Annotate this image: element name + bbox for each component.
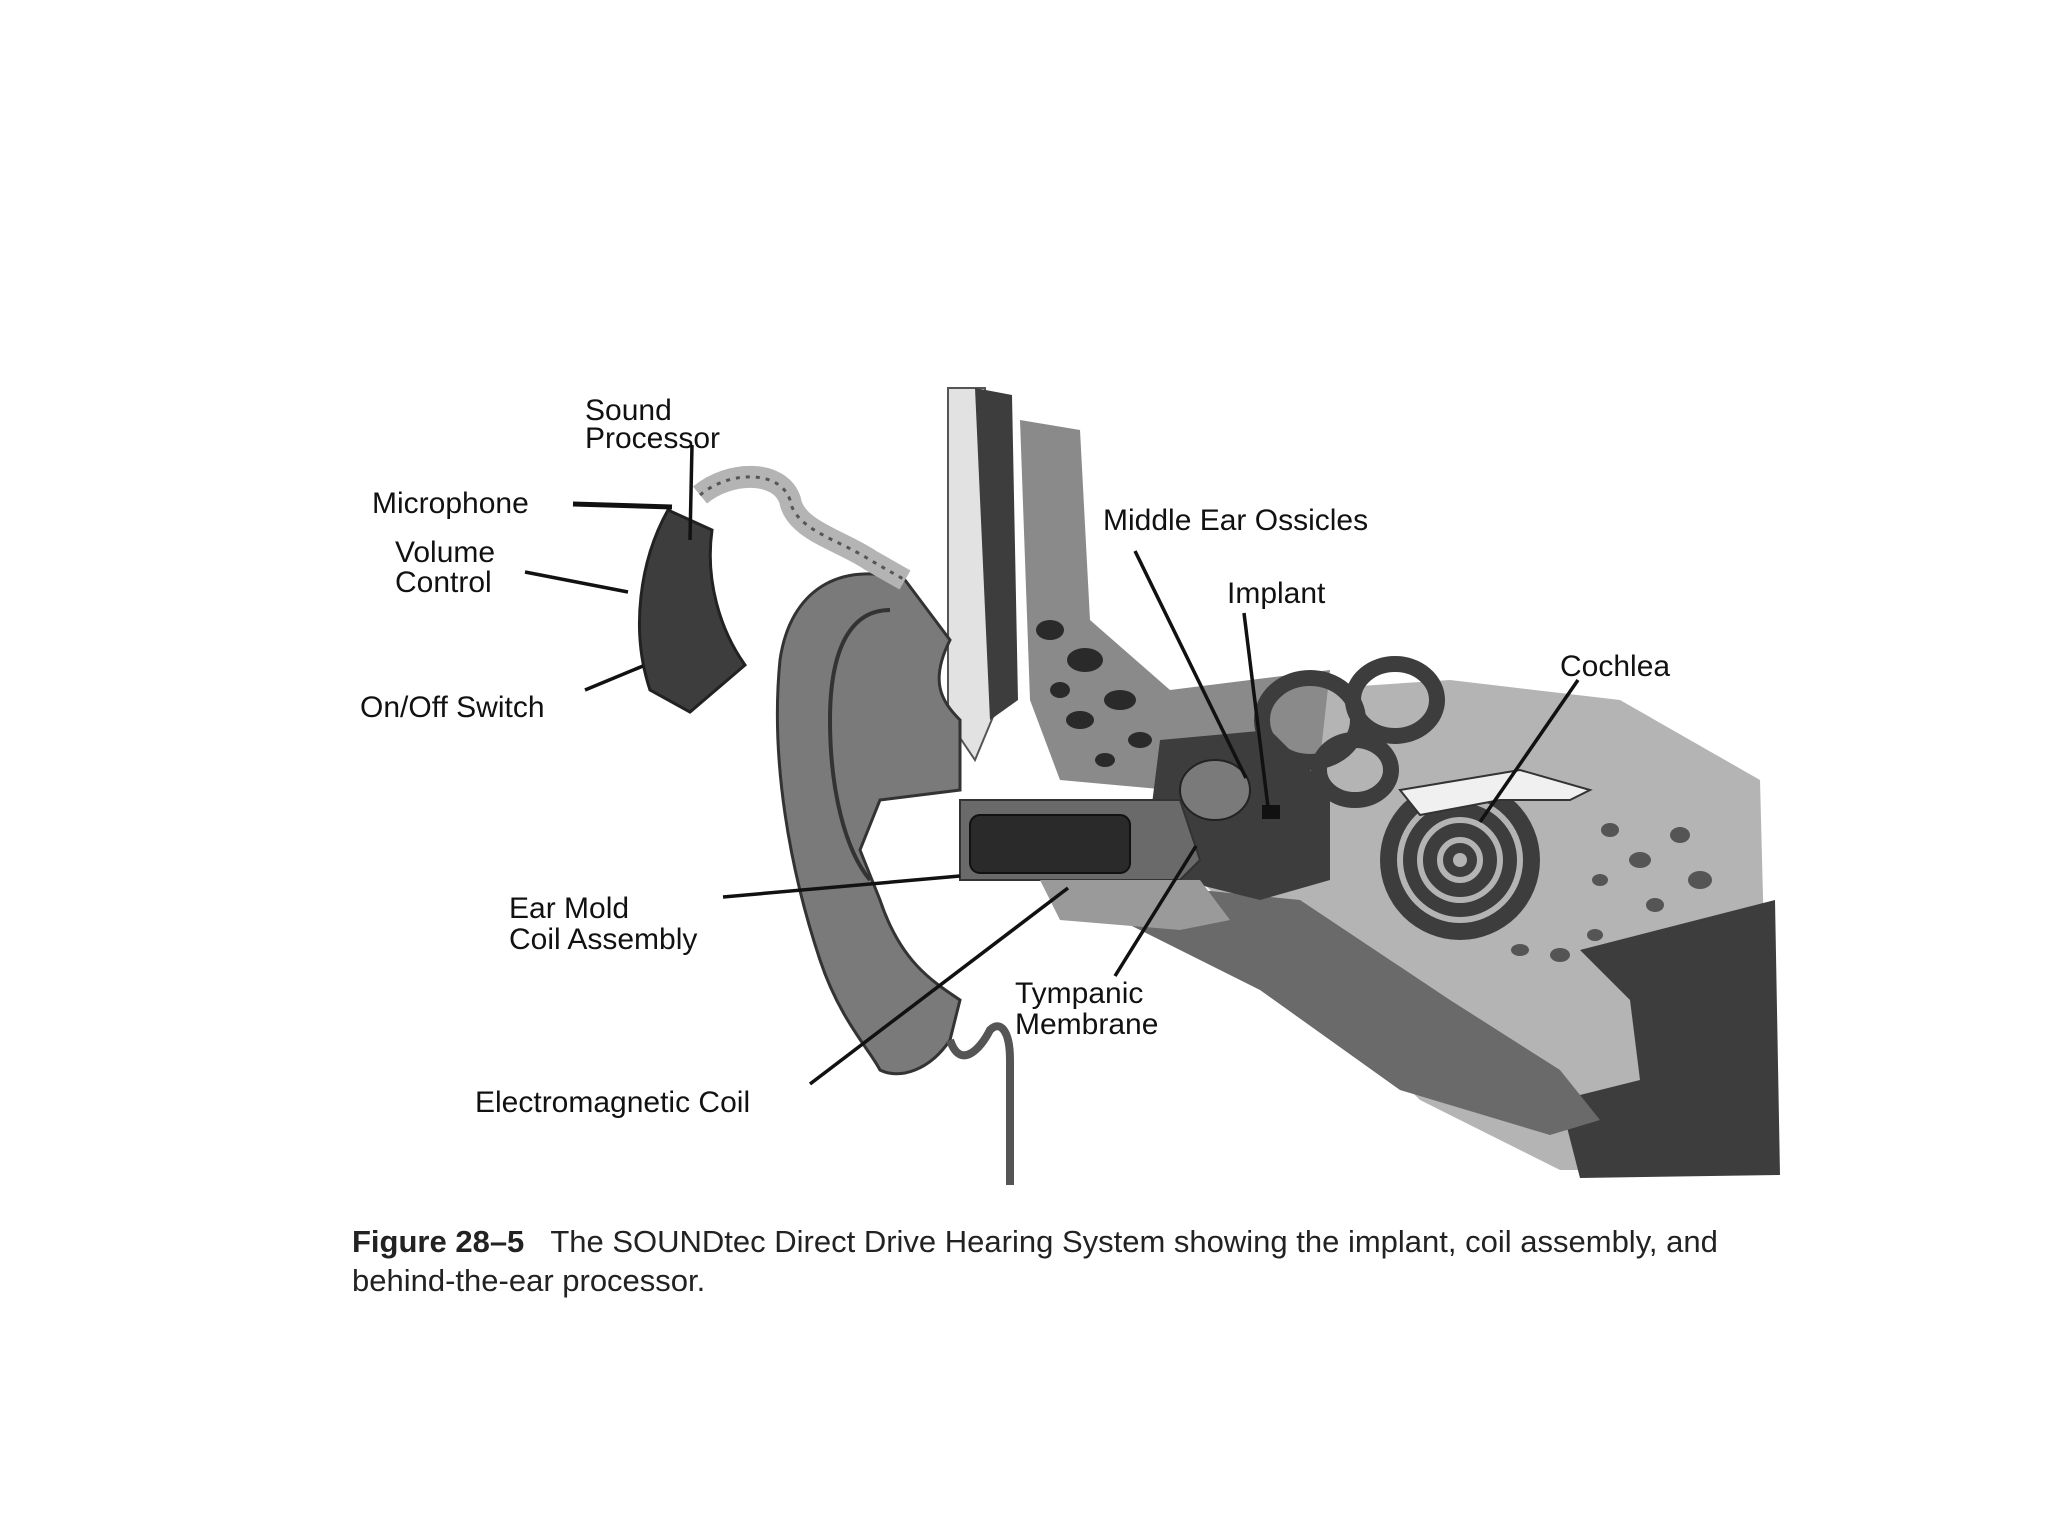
pinna <box>775 572 962 1076</box>
leader-volume-control <box>524 570 629 594</box>
label-on-off-switch: On/Off Switch <box>360 691 545 724</box>
ear-anatomy-illustration <box>638 387 1780 1185</box>
labels: Sound Processor Microphone Volume Contro… <box>360 394 1670 1119</box>
lower-dark-structure <box>1560 900 1780 1178</box>
ear-canal-lower <box>1040 880 1230 930</box>
leader-implant <box>1242 612 1270 808</box>
label-volume-control-line1: Volume <box>395 536 495 569</box>
ossicles <box>1179 759 1251 821</box>
leader-electromagnetic-coil <box>808 886 1070 1086</box>
processor-tube <box>692 465 911 590</box>
leader-on-off-switch <box>584 664 644 692</box>
mastoid-air-cells <box>1036 620 1152 767</box>
label-tympanic-line2: Membrane <box>1015 1008 1158 1041</box>
label-ear-mold-line2: Coil Assembly <box>509 923 697 956</box>
label-tympanic-line1: Tympanic <box>1015 977 1143 1010</box>
earlobe <box>946 1022 1014 1185</box>
lower-tissue-region <box>1100 880 1600 1135</box>
label-tympanic-membrane: Tympanic Membrane <box>1015 977 1158 1041</box>
auditory-nerve <box>1398 768 1593 817</box>
leader-middle-ear-ossicles <box>1133 550 1248 779</box>
label-electromagnetic-coil: Electromagnetic Coil <box>475 1086 750 1119</box>
ear-mold-device <box>969 814 1131 874</box>
cochlea-spiral <box>1380 780 1540 940</box>
label-cochlea: Cochlea <box>1560 650 1670 683</box>
label-volume-control: Volume Control <box>395 536 503 599</box>
label-implant: Implant <box>1227 577 1326 610</box>
label-ear-mold-coil-assembly: Ear Mold Coil Assembly <box>509 892 697 956</box>
label-middle-ear-ossicles: Middle Ear Ossicles <box>1103 504 1368 537</box>
skull-wall-dark <box>975 388 1018 720</box>
bone-speckles <box>1511 823 1712 962</box>
leader-microphone <box>572 501 673 510</box>
leader-lines <box>524 444 1580 1086</box>
label-ear-mold-line1: Ear Mold <box>509 892 629 925</box>
leader-ear-mold-coil-assembly <box>722 874 961 899</box>
leader-tympanic-membrane <box>1113 845 1198 977</box>
sound-processor-body <box>638 508 748 714</box>
label-sound-processor: Sound Processor <box>585 394 720 455</box>
label-sound-processor-line1: Sound <box>585 394 672 427</box>
label-sound-processor-line2: Processor <box>585 422 720 455</box>
semicircular-canals <box>1254 656 1445 808</box>
implant-device <box>1262 805 1280 819</box>
mastoid-bone <box>1020 420 1330 790</box>
figure-number: Figure 28–5 <box>352 1224 525 1259</box>
leader-sound-processor <box>688 444 694 541</box>
label-microphone: Microphone <box>372 487 529 520</box>
figure-caption-text: The SOUNDtec Direct Drive Hearing System… <box>352 1224 1718 1298</box>
pinna-inner-fold <box>827 608 891 882</box>
leader-cochlea <box>1478 679 1580 823</box>
label-volume-control-line2: Control <box>395 566 492 599</box>
processor-tube-outline <box>699 475 906 582</box>
